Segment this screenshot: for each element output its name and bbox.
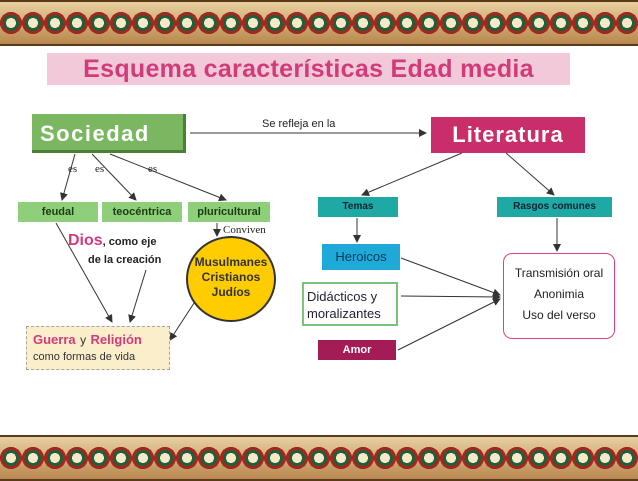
religion-word: Religión: [90, 332, 142, 347]
guerra-word: Guerra: [33, 332, 76, 347]
didacticos-line: Didácticos y: [307, 289, 378, 304]
arrow-amor-rasgos: [397, 298, 501, 351]
dios-word: Dios: [68, 232, 103, 249]
arrow-heroicos-rasgos: [400, 257, 501, 297]
amor-node: Amor: [318, 340, 396, 360]
es-label-3: es: [148, 163, 158, 175]
y-word: y: [80, 333, 87, 347]
dios-rest: , como eje: [102, 236, 157, 248]
rasgo-item: Anonimia: [533, 287, 585, 301]
arrow-pueblos-guerra: [169, 299, 197, 341]
pueblo-item: Musulmanes: [194, 255, 268, 269]
decorative-top-border: [0, 0, 638, 46]
didacticos-line: moralizantes: [307, 306, 381, 321]
dios-node: Dios, como eje: [68, 232, 198, 250]
temas-node: Temas: [318, 197, 398, 217]
literatura-node: Literatura: [431, 117, 585, 153]
link-label: Se refleja en la: [262, 118, 336, 130]
arrow-to-feudal: [60, 153, 76, 201]
arrow-to-rasgos: [505, 152, 555, 196]
pueblos-node: Musulmanes Cristianos Judíos: [186, 236, 276, 322]
teocentrica-node: teocéntrica: [102, 202, 182, 222]
es-label-1: es: [68, 163, 78, 175]
rasgos-comunes-node: Rasgos comunes: [497, 197, 612, 217]
arrow-to-pluricultural: [109, 153, 227, 202]
pueblo-item: Judíos: [211, 285, 251, 299]
pluricultural-node: pluricultural: [188, 202, 270, 222]
didacticos-node: Didácticos y moralizantes: [302, 282, 398, 326]
rasgo-item: Transmisión oral: [514, 266, 604, 280]
sociedad-node: Sociedad: [32, 114, 186, 153]
arrow-to-teocentrica: [91, 153, 137, 201]
guerra-religion-node: Guerra y Religión como formas de vida: [26, 326, 170, 370]
pueblo-item: Cristianos: [201, 270, 261, 284]
es-label-2: es: [95, 163, 105, 175]
feudal-node: feudal: [18, 202, 98, 222]
page-title: Esquema características Edad media: [47, 53, 570, 85]
dios-subtitle: de la creación: [88, 254, 162, 266]
conviven-label: Conviven: [223, 224, 266, 236]
arrow-didacticos-rasgos: [400, 292, 501, 301]
rasgo-item: Uso del verso: [522, 308, 596, 322]
heroicos-node: Heroicos: [322, 244, 400, 270]
guerra-subtitle: como formas de vida: [33, 351, 136, 363]
decorative-bottom-border: [0, 435, 638, 481]
arrow-to-temas: [361, 152, 463, 196]
rasgos-list-node: Transmisión oral Anonimia Uso del verso: [503, 253, 615, 339]
arrow-feudal-guerra: [55, 222, 113, 323]
arrow-dios-guerra: [128, 269, 147, 323]
